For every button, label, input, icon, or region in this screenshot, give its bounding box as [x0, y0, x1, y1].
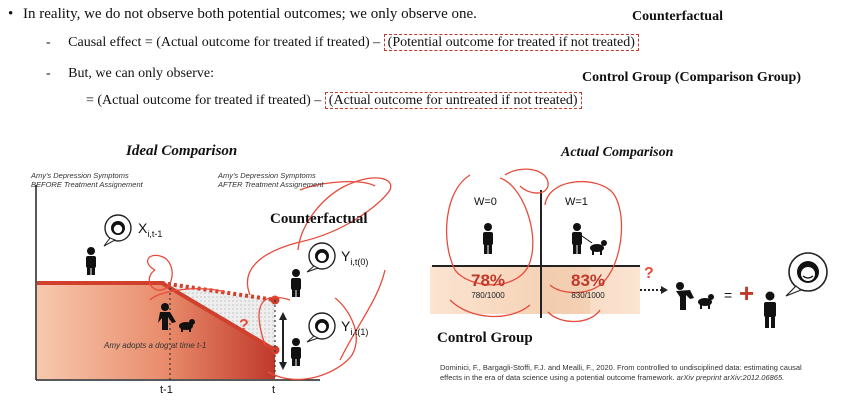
dash-2: - [46, 66, 51, 81]
y-it-1-label: Yi,t(1) [341, 318, 368, 337]
potential-outcome-box: (Potential outcome for treated if not tr… [383, 34, 639, 51]
citation-line2: effects in the era of data science using… [440, 373, 840, 383]
actual-comparison-title: Actual Comparison [561, 145, 674, 160]
counterfactual-path-line [161, 281, 276, 302]
outcome-band [430, 266, 640, 314]
before-note-line2: BEFORE Treatment Assignement [31, 180, 143, 189]
amy-person-icon [86, 247, 96, 275]
happy-face-bubble-icon [785, 252, 828, 297]
observe-line: - But, we can only observe: [46, 66, 214, 82]
face-bubble-y0-icon [306, 242, 336, 273]
causal-effect-prefix: Causal effect = (Actual outcome for trea… [68, 35, 381, 50]
ideal-comparison-title: Ideal Comparison [126, 143, 238, 159]
dash-1: - [46, 35, 51, 50]
citation: Dominici, F., Bargagli-Stoffi, F.J. and … [440, 363, 840, 383]
control-outcome-cell: 78% 780/1000 [466, 271, 510, 300]
citation-line2-italic: arXiv preprint arXiv:2012.06865. [676, 373, 785, 382]
x-label-main: X [138, 220, 148, 236]
tick-t: t [272, 384, 276, 396]
plus-sign: + [739, 278, 755, 308]
control-percent: 78% [470, 271, 506, 290]
after-note-line2: AFTER Treatment Assignement [218, 180, 324, 189]
control-person-icon [483, 223, 493, 254]
person-petting-dog-icon [676, 282, 714, 310]
tick-t-minus-1: t-1 [160, 384, 173, 396]
w0-label: W=0 [474, 196, 497, 208]
handdrawn-annotations-right [445, 168, 623, 323]
x-it-minus-1-label: Xi,t-1 [138, 220, 162, 239]
observed-equation-prefix: = (Actual outcome for treated if treated… [86, 93, 322, 108]
observed-equation-line: = (Actual outcome for treated if treated… [86, 92, 582, 109]
counterfactual-label-mid: Counterfactual [270, 211, 368, 227]
before-note: Amy's Depression Symptoms BEFORE Treatme… [31, 171, 143, 189]
treated-person-dog-icon [572, 223, 607, 255]
y0-label-sub: i,t(0) [350, 256, 369, 267]
outcome-area [37, 283, 275, 379]
counterfactual-label-top: Counterfactual [632, 9, 723, 24]
amy-face-bubble-icon [103, 214, 132, 247]
bullet-text: In reality, we do not observe both poten… [23, 6, 477, 22]
dotted-arrow [640, 286, 668, 294]
control-group-label-top: Control Group (Comparison Group) [582, 70, 801, 85]
observe-text: But, we can only observe: [68, 66, 214, 81]
adopt-note: Amy adopts a dog at time t-1 [104, 341, 207, 350]
effect-arrow-down-head [279, 362, 287, 370]
y1-label-sub: i,t(1) [350, 326, 369, 337]
treated-percent: 83% [570, 271, 606, 290]
actual-question-mark: ? [644, 265, 654, 282]
y-it-0-label: Yi,t(0) [341, 248, 368, 267]
y0-label-main: Y [341, 248, 351, 264]
bullet-symbol: • [8, 6, 14, 22]
after-note: Amy's Depression Symptoms AFTER Treatmen… [218, 171, 323, 189]
w1-label: W=1 [565, 196, 588, 208]
treated-fraction: 830/1000 [571, 291, 605, 300]
equals-sign: = [724, 287, 733, 303]
after-note-line1: Amy's Depression Symptoms [218, 171, 316, 180]
citation-line2-plain: effects in the era of data science using… [440, 373, 675, 382]
face-bubble-y1-icon [306, 312, 336, 343]
y1-label-main: Y [341, 318, 351, 334]
treated-outcome-cell: 83% 830/1000 [566, 271, 610, 300]
x-label-sub: i,t-1 [147, 228, 163, 239]
effect-arrow-up-head [279, 312, 287, 320]
control-group-label-bottom: Control Group [437, 330, 533, 346]
outcome-band-highlight [540, 266, 590, 314]
amy-with-dog-icon [158, 303, 195, 332]
handdrawn-annotations [146, 177, 392, 381]
person-y1-icon [291, 338, 301, 366]
untreated-outcome-box: (Actual outcome for untreated if not tre… [324, 92, 582, 109]
person-y0-icon [291, 269, 301, 297]
bullet-line: • In reality, we do not observe both pot… [8, 6, 477, 23]
happy-person-icon [764, 291, 776, 328]
citation-line1: Dominici, F., Bargagli-Stoffi, F.J. and … [440, 363, 802, 372]
control-fraction: 780/1000 [471, 291, 505, 300]
causal-effect-line: - Causal effect = (Actual outcome for tr… [46, 34, 639, 51]
before-note-line1: Amy's Depression Symptoms [31, 171, 129, 180]
ideal-question-mark: ? [239, 317, 249, 334]
